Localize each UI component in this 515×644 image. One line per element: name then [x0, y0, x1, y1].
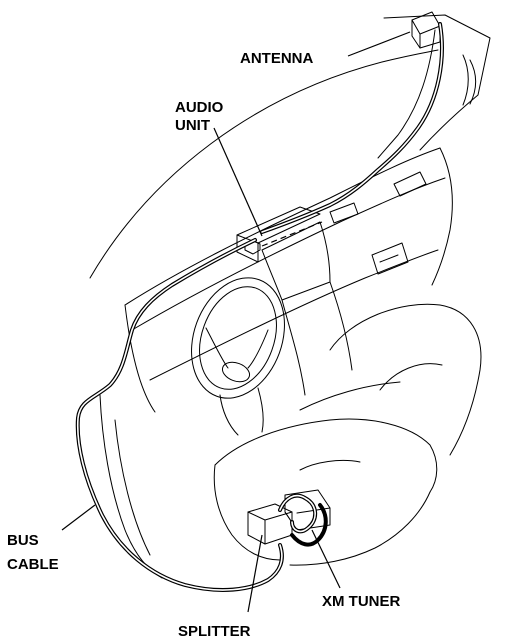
center-console: [281, 281, 353, 396]
a-pillar-trim: [462, 54, 477, 106]
glovebox-handle: [379, 254, 399, 263]
audio-dashed-cable: [261, 221, 323, 247]
seat-side: [289, 491, 431, 566]
windshield-outline: [89, 49, 439, 279]
audio-unit-front: [236, 234, 259, 263]
seat-rail: [299, 459, 361, 471]
leader-xm-tuner: [311, 529, 341, 589]
dashboard-left-edge: [124, 304, 156, 413]
label-audio-unit-line2: UNIT: [175, 117, 210, 134]
label-bus-cable-line2: CABLE: [7, 556, 59, 573]
antenna-module: [411, 11, 441, 49]
tuner-cable-2: [290, 503, 328, 547]
steering-spokes: [205, 327, 269, 369]
glovebox: [371, 242, 409, 275]
label-antenna: ANTENNA: [240, 50, 313, 67]
leader-audio-unit: [213, 127, 263, 237]
steering-column: [219, 387, 264, 436]
leader-splitter: [247, 534, 263, 613]
label-audio-unit-line1: AUDIO: [175, 99, 224, 116]
leader-bus-cable: [61, 504, 96, 531]
antenna-module-edge: [411, 19, 441, 49]
a-pillar-inner: [377, 29, 436, 159]
steering-wheel-rim: [191, 277, 285, 399]
seat-back-inner: [379, 363, 443, 391]
bus-cable-highlight: [76, 239, 283, 591]
steering-wheel-hub: [221, 361, 251, 383]
center-vent: [329, 202, 359, 224]
left-door-line: [99, 394, 163, 579]
dashboard-lower: [149, 249, 439, 381]
left-interior-wall: [114, 419, 151, 556]
seat-front: [213, 464, 281, 561]
seat-cushion: [214, 418, 438, 493]
right-vent: [393, 171, 427, 197]
leader-antenna: [347, 31, 411, 57]
a-pillar-outer: [383, 14, 491, 151]
seat-back: [329, 303, 482, 456]
tuner-cable-highlight: [279, 494, 316, 533]
label-splitter: SPLITTER: [178, 623, 251, 640]
dashboard-top: [124, 147, 441, 306]
label-bus-cable-line1: BUS: [7, 532, 39, 549]
dashboard-right-end: [431, 147, 453, 286]
floor-line: [299, 381, 401, 411]
splitter-face: [247, 511, 293, 545]
label-xm-tuner: XM TUNER: [322, 593, 401, 610]
steering-wheel-rim-inner: [199, 286, 277, 390]
antenna-cable-highlight: [261, 23, 443, 233]
bus-cable: [75, 238, 284, 593]
